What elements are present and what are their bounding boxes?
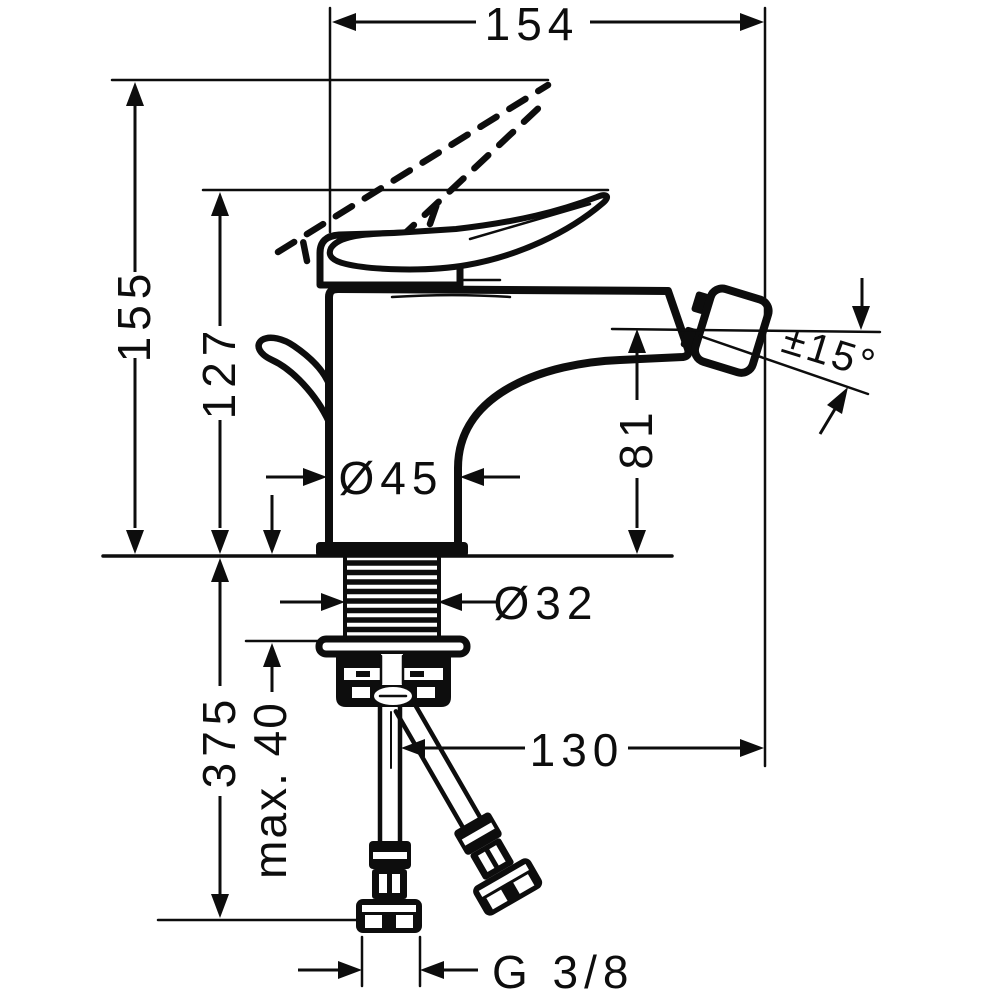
arrowheads: [338, 961, 444, 979]
below-deck-length-label: 375: [193, 694, 245, 789]
shank-sides: [343, 556, 441, 641]
spout-height-label: 81: [610, 406, 662, 469]
connector-band: [478, 863, 530, 897]
body-diameter-label: Ø45: [339, 452, 444, 504]
mounting-nut: [336, 654, 451, 707]
arrow-tails: [818, 278, 864, 435]
nut-center-stem: [381, 654, 403, 685]
dimension-hose-reach: 130: [401, 724, 764, 776]
handle-height-label: 127: [193, 325, 245, 420]
overall-height-label: 155: [108, 268, 160, 363]
dimension-connection-thread: G 3/8: [298, 935, 635, 998]
extension-lines: [360, 935, 422, 988]
collar-band: [373, 852, 407, 859]
shank-thread-bands: [347, 560, 437, 633]
base-plate: [316, 542, 468, 557]
dimension-max-mounting-thickness: max. 40: [244, 495, 348, 879]
swivel-line: [698, 334, 870, 396]
nut-detail-lines: [378, 654, 408, 698]
hose-fitting: [372, 869, 407, 899]
dimension-body-diameter: Ø45: [266, 452, 520, 504]
swivel-angle-label: ±15°: [777, 316, 883, 388]
nozzle-axis-line: [610, 327, 882, 334]
dimension-handle-height: 127: [193, 188, 610, 554]
collar-band: [461, 822, 495, 846]
dimension-below-deck-length: 375: [156, 558, 364, 922]
fitting-slot-b: [489, 845, 506, 866]
connector-hole-a: [365, 915, 382, 928]
fitting-slot-a: [477, 851, 495, 873]
handle-raised-dashed-outline: [274, 81, 552, 265]
extension-lines: [328, 6, 767, 768]
overall-width-label: 154: [485, 0, 580, 50]
nut-wing-left: [352, 687, 370, 698]
arrowheads: [263, 530, 281, 667]
hose-reach-label: 130: [530, 724, 625, 776]
nut-slot-dashes: [356, 671, 424, 677]
arrowheads: [827, 306, 870, 414]
hose-walls: [393, 699, 482, 829]
dimension-overall-height: 155: [108, 78, 550, 554]
supply-hose-angled: [393, 699, 543, 916]
faucet-body-and-spout: [325, 285, 693, 552]
arrowheads: [628, 329, 646, 554]
connector-hole-b: [396, 915, 413, 928]
popup-rod-handle: [255, 334, 333, 426]
connector-hole-a: [486, 889, 508, 910]
hose-walls: [377, 704, 403, 845]
fitting-slot-b: [392, 874, 400, 893]
hose-fitting: [470, 838, 514, 880]
faucet-elevation: [101, 81, 773, 933]
connection-thread-label: G 3/8: [492, 946, 635, 998]
dimension-overall-width: 154: [328, 0, 767, 768]
handle-lever: [326, 192, 610, 273]
threaded-shank: [343, 556, 441, 641]
supply-hose-vertical: [356, 704, 422, 933]
dimension-spout-height: 81: [610, 329, 662, 554]
fitting-slot-a: [379, 874, 387, 893]
lever-highlight-line: [468, 202, 592, 241]
shank-diameter-label: Ø32: [494, 577, 599, 629]
connector-band: [362, 905, 416, 912]
aerator-nozzle: [680, 284, 773, 377]
max-mounting-thickness-label: max. 40: [244, 701, 296, 879]
nut-wing-right: [417, 687, 435, 698]
connector-hole-b: [513, 874, 535, 894]
dimension-shank-diameter: Ø32: [280, 577, 599, 629]
